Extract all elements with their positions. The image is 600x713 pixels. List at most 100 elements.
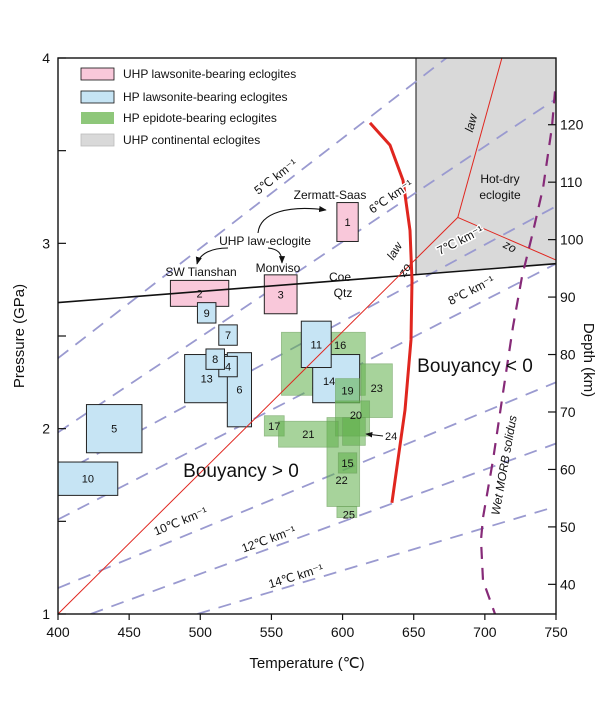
geotherm-line bbox=[58, 381, 556, 589]
geotherm-line bbox=[58, 98, 556, 434]
sample-box-19 bbox=[335, 378, 361, 404]
sample-box-label: 8 bbox=[212, 354, 218, 366]
uhp-continental-field bbox=[416, 58, 556, 275]
arrow-to-monviso bbox=[267, 247, 286, 264]
sample-box-15 bbox=[337, 452, 358, 474]
arrow-to-box-24 bbox=[365, 431, 384, 438]
sample-box-label: 25 bbox=[343, 509, 355, 521]
reaction-line bbox=[58, 217, 459, 614]
depth-tick-label: 70 bbox=[560, 404, 576, 420]
sample-box-label: 11 bbox=[311, 339, 322, 351]
buoyancy-positive-label: Bouyancy > 0 bbox=[183, 461, 299, 482]
legend: UHP lawsonite-bearing eclogites HP lawso… bbox=[80, 67, 296, 147]
sw-tianshan-label: SW Tianshan bbox=[165, 265, 236, 279]
sample-box-25 bbox=[336, 506, 358, 519]
sample-box-10 bbox=[58, 461, 119, 496]
sample-box-label: 3 bbox=[278, 289, 284, 301]
sample-box-label: 19 bbox=[341, 386, 353, 398]
depth-tick-label: 40 bbox=[560, 576, 576, 592]
depth-tick-label: 120 bbox=[560, 117, 584, 133]
sample-box-label: 23 bbox=[371, 383, 383, 395]
sample-box-label: 20 bbox=[350, 410, 362, 422]
sample-box-1 bbox=[336, 202, 359, 242]
legend-label: UHP continental eclogites bbox=[123, 133, 260, 147]
geotherm-label: 12℃ km⁻¹ bbox=[240, 523, 298, 555]
arrow-to-zermatt bbox=[257, 205, 327, 234]
zo-label-lower: zo bbox=[395, 261, 414, 280]
eclogite-label: eclogite bbox=[479, 188, 521, 202]
sample-box-9 bbox=[196, 302, 217, 324]
sample-box-label: 4 bbox=[225, 362, 231, 374]
sample-box-label: 16 bbox=[334, 340, 346, 352]
x-tick-label: 650 bbox=[402, 624, 426, 640]
qtz-label: Qtz bbox=[334, 286, 353, 300]
depth-tick-label: 60 bbox=[560, 461, 576, 477]
depth-tick-label: 50 bbox=[560, 519, 576, 535]
reaction-line bbox=[457, 58, 503, 218]
x-tick-label: 700 bbox=[473, 624, 497, 640]
sample-box-label: 17 bbox=[268, 421, 280, 433]
x-tick-label: 600 bbox=[331, 624, 355, 640]
depth-tick-label: 110 bbox=[560, 174, 583, 190]
x-tick-label: 500 bbox=[189, 624, 213, 640]
geotherm-line bbox=[90, 442, 556, 614]
geotherm-label: 8℃ km⁻¹ bbox=[446, 273, 497, 308]
x-axis-title: Temperature (℃) bbox=[249, 655, 364, 672]
y-axis-title: Pressure (GPa) bbox=[11, 284, 28, 388]
legend-swatch-hp-epidote bbox=[81, 112, 114, 124]
lines-layer bbox=[58, 58, 556, 614]
law-label-upper: law bbox=[462, 111, 481, 133]
depth-tick-label: 90 bbox=[560, 289, 576, 305]
sample-box-8 bbox=[205, 348, 225, 370]
y-tick-label: 2 bbox=[42, 421, 50, 437]
arrow-to-tianshan bbox=[195, 247, 229, 265]
sample-box-label: 1 bbox=[344, 217, 350, 229]
sample-box-21 bbox=[278, 420, 339, 448]
geotherm-line bbox=[58, 58, 447, 359]
boxes-layer bbox=[58, 202, 393, 519]
uhp-law-eclogite-label: UHP law-eclogite bbox=[219, 234, 311, 248]
x-tick-label: 550 bbox=[260, 624, 284, 640]
reaction-line bbox=[457, 216, 556, 261]
geotherm-label: 14℃ km⁻¹ bbox=[267, 561, 325, 591]
hot-dry-label: Hot-dry bbox=[480, 172, 519, 186]
zo-label-right: zo bbox=[500, 237, 519, 256]
geotherm-line bbox=[58, 262, 556, 521]
sample-box-label: 5 bbox=[111, 424, 117, 436]
legend-swatch-uhp-continental bbox=[80, 133, 115, 147]
sample-box-5 bbox=[85, 404, 143, 454]
buoyancy-boundary-curve bbox=[368, 121, 414, 504]
y2-axis-title: Depth (km) bbox=[580, 323, 597, 397]
fields-layer bbox=[415, 58, 556, 275]
legend-swatch-uhp-lawsonite bbox=[80, 67, 115, 81]
x-tick-label: 400 bbox=[46, 624, 70, 640]
sample-box-label: 13 bbox=[201, 374, 213, 386]
wet-morb-solidus-curve bbox=[479, 91, 556, 614]
depth-tick-label: 80 bbox=[560, 347, 576, 363]
sample-box-label: 6 bbox=[236, 385, 242, 397]
sample-box-label: 2 bbox=[197, 288, 203, 300]
sample-box-label: 10 bbox=[82, 474, 94, 486]
coe-qtz-line bbox=[58, 262, 556, 304]
sample-box-label: 15 bbox=[341, 458, 353, 470]
legend-label: HP lawsonite-bearing eclogites bbox=[123, 90, 288, 104]
geotherm-label: 10℃ km⁻¹ bbox=[152, 504, 210, 538]
buoyancy-negative-label: Bouyancy < 0 bbox=[417, 356, 533, 377]
sample-box-label: 7 bbox=[225, 330, 231, 342]
x-tick-label: 450 bbox=[117, 624, 141, 640]
sample-box-11 bbox=[300, 320, 332, 369]
zermatt-label: Zermatt-Saas bbox=[294, 188, 367, 202]
y-tick-label: 3 bbox=[42, 235, 50, 251]
coe-label: Coe bbox=[329, 270, 351, 284]
sample-box-24 bbox=[342, 417, 366, 446]
sample-box-label: 14 bbox=[323, 376, 335, 388]
box-24-label: 24 bbox=[385, 431, 397, 443]
sample-box-7 bbox=[218, 324, 238, 346]
sample-box-label: 9 bbox=[204, 308, 210, 320]
sample-box-label: 22 bbox=[336, 475, 348, 487]
monviso-label: Monviso bbox=[256, 261, 301, 275]
y-tick-label: 4 bbox=[42, 50, 50, 66]
y-tick-label: 1 bbox=[42, 606, 50, 622]
